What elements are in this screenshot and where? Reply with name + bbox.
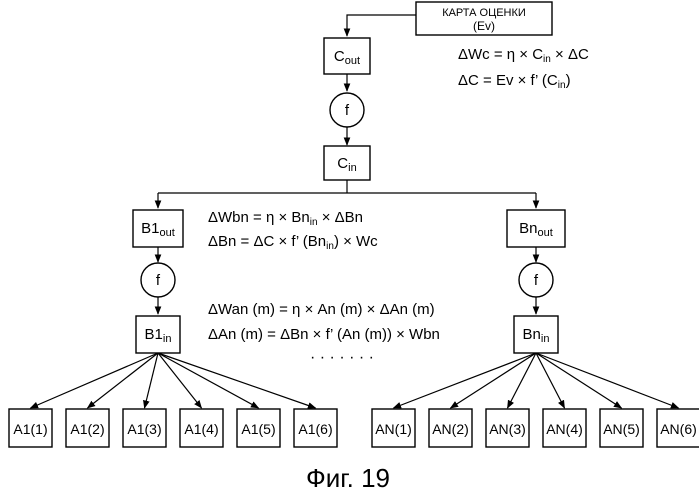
a1-leaf-label: A1(4) [184, 421, 218, 437]
equation-delta-an: ΔAn (m) = ΔBn × f’ (An (m)) × Wbn [208, 326, 440, 343]
a1-leaf-node: A1(1) [9, 409, 52, 447]
evaluation-map-ev: (Ev) [473, 19, 495, 33]
figure-caption: Фиг. 19 [306, 463, 390, 493]
an-fan-arrow [508, 353, 537, 408]
an-fan-arrow [536, 353, 565, 408]
an-leaf-node: AN(6) [657, 409, 699, 447]
a1-fan-arrow [158, 353, 316, 408]
an-leaf-label: AN(5) [603, 421, 640, 437]
a1-leaf-row: A1(1) A1(2) A1(3) A1(4) A1(5) A1(6) [9, 409, 337, 447]
a1-leaf-node: A1(6) [294, 409, 337, 447]
equation-delta-bn: ΔBn = ΔC × f’ (Bnin) × Wc [208, 233, 378, 252]
ellipsis-dots: · · · · · · · [310, 349, 374, 366]
an-leaf-node: AN(2) [429, 409, 472, 447]
bn-in-node: Bnin [514, 316, 558, 353]
a1-leaf-label: A1(5) [241, 421, 275, 437]
bn-activation-node: f [519, 263, 553, 297]
b1-activation-node: f [141, 263, 175, 297]
an-leaf-label: AN(4) [546, 421, 583, 437]
equation-delta-wbn: ΔWbn = η × Bnin × ΔBn [208, 209, 363, 228]
an-fan-arrow [536, 353, 679, 408]
bnin-fan-arrows [394, 353, 679, 408]
a1-leaf-label: A1(2) [70, 421, 104, 437]
c-activation-node: f [330, 93, 364, 127]
evaluation-map-title: КАРТА ОЦЕНКИ [442, 7, 526, 19]
b1-in-node: B1in [136, 316, 180, 353]
eval-to-cout-arrow [347, 15, 416, 36]
an-fan-arrow [394, 353, 537, 408]
equation-delta-c: ΔC = Ev × f’ (Cin) [458, 72, 571, 91]
c-in-node: Cin [324, 146, 370, 180]
an-leaf-node: AN(1) [372, 409, 415, 447]
a1-leaf-label: A1(6) [298, 421, 332, 437]
c-out-node: Cout [324, 38, 370, 74]
a1-fan-arrow [88, 353, 159, 408]
a1-fan-arrow [158, 353, 259, 408]
a1-leaf-node: A1(4) [180, 409, 223, 447]
an-leaf-label: AN(1) [375, 421, 412, 437]
a1-leaf-label: A1(1) [13, 421, 47, 437]
an-leaf-label: AN(6) [660, 421, 697, 437]
bn-out-node: Bnout [507, 210, 565, 247]
a1-leaf-node: A1(5) [237, 409, 280, 447]
an-leaf-label: AN(2) [432, 421, 469, 437]
a1-fan-arrow [31, 353, 159, 408]
an-leaf-node: AN(5) [600, 409, 643, 447]
a1-fan-arrow [158, 353, 202, 408]
an-leaf-node: AN(4) [543, 409, 586, 447]
a1-leaf-node: A1(2) [66, 409, 109, 447]
an-leaf-row: AN(1) AN(2) AN(3) AN(4) AN(5) AN(6) [372, 409, 699, 447]
an-leaf-label: AN(3) [489, 421, 526, 437]
a1-leaf-label: A1(3) [127, 421, 161, 437]
b1-out-node: B1out [133, 210, 183, 247]
evaluation-map-box: КАРТА ОЦЕНКИ (Ev) [416, 2, 552, 35]
cin-split-line [158, 180, 536, 193]
equation-delta-wan: ΔWan (m) = η × An (m) × ΔAn (m) [208, 301, 435, 318]
b1in-fan-arrows [31, 353, 316, 408]
an-leaf-node: AN(3) [486, 409, 529, 447]
equation-delta-wc: ΔWc = η × Cin × ΔC [458, 46, 589, 65]
a1-leaf-node: A1(3) [123, 409, 166, 447]
